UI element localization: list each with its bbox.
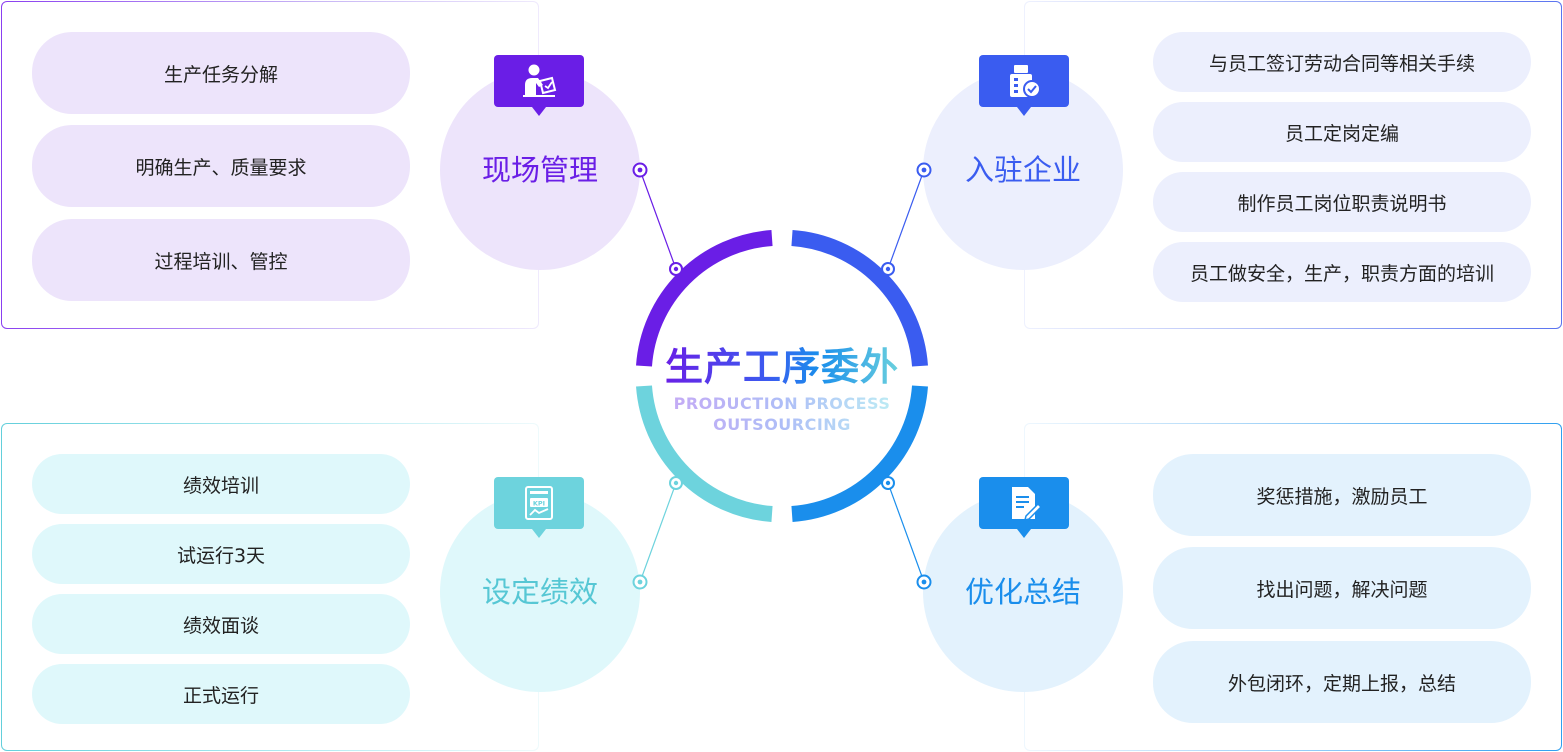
ring-dot: [669, 262, 683, 276]
center-subtitle-line2: OUTSOURCING: [662, 415, 902, 434]
list-item: 奖惩措施，激励员工: [1153, 454, 1531, 536]
badge-optimization-summary: [979, 477, 1069, 538]
kpi-document-icon: KPI: [525, 486, 553, 520]
center-title: 生产工序委外: [662, 336, 902, 391]
list-item: 外包闭环，定期上报，总结: [1153, 641, 1531, 723]
center-subtitle-line1: PRODUCTION PROCESS: [662, 394, 902, 413]
node-title: 入驻企业: [964, 153, 1081, 187]
badge-enterprise-entry: [979, 55, 1069, 116]
list-item: 找出问题，解决问题: [1153, 547, 1531, 629]
building-check-icon: [1010, 65, 1041, 98]
list-item: 明确生产、质量要求: [32, 125, 410, 207]
connector-line: [639, 482, 677, 583]
ring-dot: [881, 476, 895, 490]
list-item: 与员工签订劳动合同等相关手续: [1153, 32, 1531, 92]
connector-line: [639, 169, 677, 270]
document-edit-icon: [1012, 487, 1043, 522]
node-enterprise-entry: 入驻企业: [923, 70, 1123, 270]
list-item: 绩效培训: [32, 454, 410, 514]
node-title: 优化总结: [964, 575, 1081, 609]
badge-site-management: [494, 55, 584, 116]
list-item: 过程培训、管控: [32, 219, 410, 301]
list-item: 绩效面谈: [32, 594, 410, 654]
connector-line: [887, 482, 925, 583]
svg-text:KPI: KPI: [533, 500, 545, 508]
list-item: 试运行3天: [32, 524, 410, 584]
list-item: 生产任务分解: [32, 32, 410, 114]
node-title: 现场管理: [481, 153, 598, 187]
ring-dot: [881, 262, 895, 276]
list-item: 正式运行: [32, 664, 410, 724]
connector-line: [887, 169, 925, 270]
badge-performance-setting: KPI: [494, 477, 584, 538]
node-title: 设定绩效: [481, 575, 598, 609]
worker-clipboard-icon: [523, 64, 557, 97]
list-item: 员工定岗定编: [1153, 102, 1531, 162]
ring-dot: [669, 476, 683, 490]
list-item: 员工做安全，生产，职责方面的培训: [1153, 242, 1531, 302]
list-item: 制作员工岗位职责说明书: [1153, 172, 1531, 232]
